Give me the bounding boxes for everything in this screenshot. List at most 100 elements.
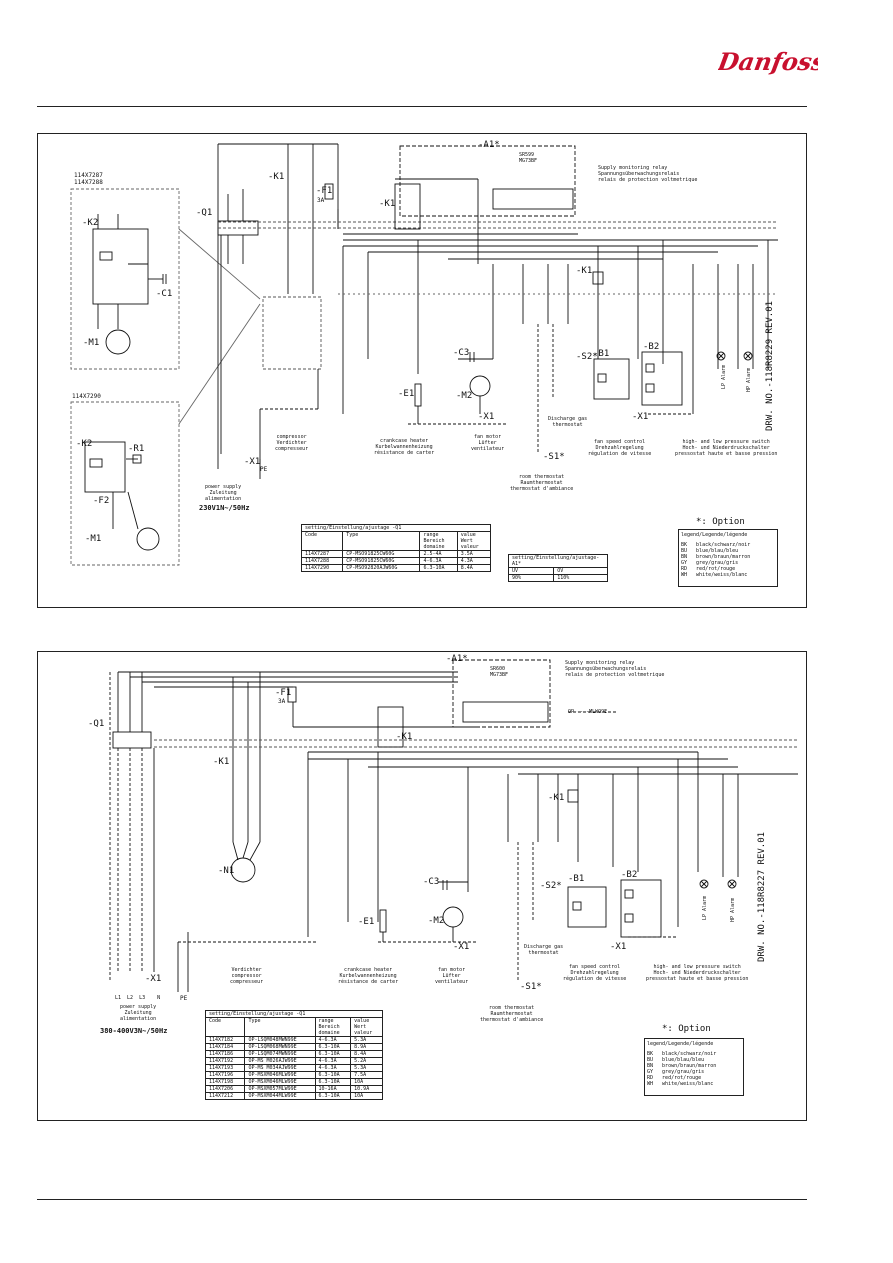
table-cell: 7.5A [350,1071,383,1079]
k1b-label: -K1 [576,266,593,276]
svg-text:Danfoss: Danfoss [718,47,818,76]
col-code: Code [300,531,344,551]
table-cell: 114X7212 [204,1092,246,1100]
a1-model: SR599 MG73BF [519,152,538,164]
col-ov: OV [553,567,608,575]
col-type: Type [342,531,421,551]
table-cell: 10A [350,1092,383,1100]
x1-label: -X1 [453,942,470,952]
table-cell: 4-6.3A [419,557,458,565]
x1c-label: -X1 [244,457,261,467]
a1-label: -A1* [446,654,468,664]
table-cell: 6.3-10A [314,1078,352,1086]
legend-item: WH white/weiss/blanc [681,572,748,578]
pressure-switch-label: high- and low pressure switch Hoch- und … [646,964,749,982]
table-cell: 5.3A [350,1036,383,1044]
diagram2-wiring [109,659,798,992]
k1-coil-label: -K1 [379,199,396,209]
col-range: range Bereich domaine [314,1017,352,1037]
x1b-label: -X1 [632,412,649,422]
op-label: OP-----MLWO9E [568,709,608,715]
table-cell: 114X7196 [204,1071,246,1079]
table-cell: 8.4A [456,564,492,572]
table-cell: 10A [350,1078,383,1086]
k2-label: -K2 [82,218,99,228]
s2-label: -S2* [540,881,562,891]
legend-item: BU blue/blau/bleu [647,1057,705,1063]
table-cell: OP-MS M026AJW99E [244,1057,316,1065]
m2-label: -M2 [428,916,445,926]
fan-motor-label: fan motor Lüfter ventilateur [471,434,505,452]
table-cell: 6.3-10A [314,1043,352,1051]
lp-alarm-label: LP Alarm [702,895,708,920]
fan-speed-label: fan speed control Drehzahlregelung régul… [563,964,627,982]
k1-label: -K1 [213,757,230,767]
phase-labels: L1 L2 L3 N [115,995,161,1001]
footer-rule [37,1199,807,1200]
discharge-label: Discharge gas thermostat [524,944,564,956]
k1-label: -K1 [268,172,285,182]
c1-label: -C1 [156,289,173,299]
discharge-label: Discharge gas thermostat [548,416,588,428]
hp-alarm-label: HP Alarm [730,897,736,922]
crankcase-label: crankcase heater Kurbelwannenheizung rés… [374,438,435,456]
table-cell: 4-6.3A [314,1057,352,1065]
table-cell: OP-MSXM044MLW99E [244,1092,316,1100]
s1-label: -S1* [520,982,542,992]
b2-label: -B2 [643,342,660,352]
table-cell: CP-MSO91825CW60G [342,550,421,558]
voltage-label: 230V1N~/50Hz [199,504,250,512]
a1-title: Supply monitoring relay Spannungsüberwac… [565,660,665,678]
legend-item: BN brown/braun/marron [681,554,751,560]
table-cell: 114X7288 [300,557,344,565]
voltage-label: 380-400V3N~/50Hz [100,1027,168,1035]
legend-item: BU blue/blau/bleu [681,548,739,554]
table-cell: 8.9A [350,1043,383,1051]
a1-model: SR600 MG73BF [490,666,509,678]
table-cell: 114X7186 [204,1050,246,1058]
table-cell: 90% [507,574,555,582]
s1-label: -S1* [543,452,565,462]
k1-coil-label: -K1 [396,732,413,742]
variant-a-codes: 114X7287 114X7288 [74,172,103,186]
setting-title: setting/Einstellung/ajustage -Q1 [301,524,491,532]
f1-rating: 3A [317,197,325,204]
variant-b-code: 114X7290 [72,393,101,400]
lp-alarm-label: LP Alarm [721,364,727,389]
table-cell: 110% [553,574,608,582]
legend-item: RD red/rot/rouge [681,566,736,572]
power-supply-label: power supply Zuleitung alimentation [120,1004,157,1022]
table-cell: 6.3-10A [314,1071,352,1079]
b1-label: -B1 [593,349,610,359]
header-rule [37,106,807,107]
legend-item: BK black/schwarz/noir [647,1051,717,1057]
m1b-label: -M1 [85,534,102,544]
option-note: *: Option [662,1024,711,1034]
col-type: Type [244,1017,316,1037]
legend-box: legend/Legende/légende BK black/schwarz/… [678,529,778,587]
table-cell: 114X7198 [204,1078,246,1086]
table-cell: 114X7290 [300,564,344,572]
table-cell: OP-LSQM048MWN99E [244,1036,316,1044]
compressor-label: Verdichter compressor compresseur [230,967,264,985]
q1-setting-table: setting/Einstellung/ajustage -Q1 Code Ty… [204,1010,383,1100]
b2-label: -B2 [621,870,638,880]
table-cell: 6.3-10A [314,1050,352,1058]
a1-title: Supply monitoring relay Spannungsüberwac… [598,165,698,183]
table-cell: 114X7182 [204,1036,246,1044]
table-cell: 5.3A [350,1064,383,1072]
drawing-number: DRW. NO.-118R8227 REV.01 [757,831,767,962]
table-cell: OP-MSXM057MLW99E [244,1085,316,1093]
danfoss-logo: Danfoss [718,47,818,76]
table-cell: OP-MS M034AJW99E [244,1064,316,1072]
e1-label: -E1 [358,917,375,927]
table-cell: 2.5-4A [419,550,458,558]
x1-label: -X1 [478,412,495,422]
f2-label: -F2 [93,496,110,506]
table-cell: OP-LSQM074MWN99E [244,1050,316,1058]
c3-label: -C3 [423,877,440,887]
s2-label: -S2* [576,352,598,362]
pe-label: PE [180,995,188,1002]
wiring-diagram-400v: -Q1 -K1 -F1 3A -N1 -K1 -A1* SR600 MG73BF… [37,651,807,1121]
legend-item: GY grey/grau/gris [647,1069,705,1075]
